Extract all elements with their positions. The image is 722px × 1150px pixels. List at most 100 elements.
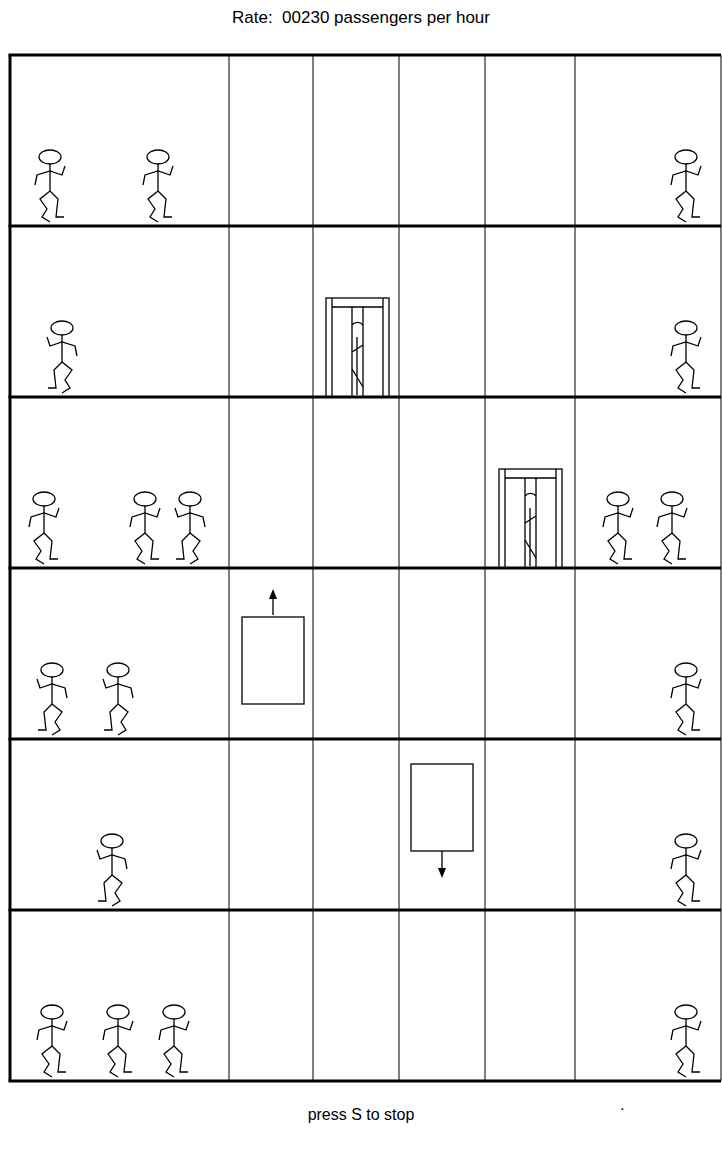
figure-body <box>671 506 672 533</box>
floor-line <box>9 738 722 741</box>
figure-legs <box>104 704 128 735</box>
figure-legs <box>40 191 64 222</box>
figure-arms <box>103 1021 133 1040</box>
rate-display: Rate: 00230 passengers per hour <box>0 8 722 28</box>
figure-legs <box>608 533 632 564</box>
floor-line <box>9 225 722 228</box>
figure-body <box>189 506 190 533</box>
figure-legs <box>176 533 200 564</box>
passengers <box>29 150 701 1077</box>
figure-legs <box>164 1046 188 1077</box>
elevator-car <box>499 469 562 568</box>
floor-line <box>9 54 722 57</box>
figure-body <box>157 164 158 191</box>
stop-hint: press S to stop <box>0 1106 722 1124</box>
elevator-door <box>555 469 556 568</box>
figure-head <box>147 150 169 164</box>
figure-body <box>49 164 50 191</box>
elevator-door <box>504 469 505 568</box>
figure-head <box>675 150 697 164</box>
figure-arms <box>175 508 205 527</box>
figure-head <box>163 1005 185 1019</box>
figure-head <box>179 492 201 506</box>
stick-figure <box>37 663 67 735</box>
figure-arms <box>603 508 633 527</box>
elevator-open <box>326 298 389 397</box>
elevator-car <box>326 298 389 397</box>
figure-body <box>43 506 44 533</box>
figure-body <box>685 677 686 704</box>
elevator-door <box>382 298 383 397</box>
stick-figure <box>130 492 160 564</box>
figure-head <box>41 663 63 677</box>
stick-figure <box>175 492 205 564</box>
stick-figure <box>671 321 701 393</box>
figure-legs <box>48 362 72 393</box>
figure-arms <box>159 1021 189 1040</box>
figure-body <box>685 1019 686 1046</box>
floor-line <box>9 909 722 912</box>
figure-legs <box>676 704 700 735</box>
figure-head <box>107 1005 129 1019</box>
figure-arms <box>47 337 77 356</box>
stick-figure <box>47 321 77 393</box>
figure-body <box>51 1019 52 1046</box>
stick-figure <box>35 150 65 222</box>
figure-legs <box>662 533 686 564</box>
figure-head <box>607 492 629 506</box>
stick-figure <box>143 150 173 222</box>
figure-legs <box>676 875 700 906</box>
wall-line <box>9 55 12 1081</box>
shaft-line <box>485 55 486 1081</box>
figure-arms <box>671 166 701 185</box>
figure-arms <box>35 166 65 185</box>
figure-body <box>685 848 686 875</box>
figure-head <box>51 321 73 335</box>
figure-arms <box>37 679 67 698</box>
rider-body <box>352 337 363 395</box>
figure-body <box>51 677 52 704</box>
figure-arms <box>103 679 133 698</box>
stick-figure <box>671 663 701 735</box>
figure-legs <box>135 533 159 564</box>
figure-head <box>101 834 123 848</box>
elevator-car <box>411 764 473 851</box>
stray-mark: . <box>620 1096 624 1114</box>
figure-body <box>117 677 118 704</box>
figure-legs <box>108 1046 132 1077</box>
rider-body <box>525 508 536 566</box>
building-walls <box>10 55 11 1081</box>
elevator-door-edge <box>535 478 536 568</box>
stick-figure <box>103 1005 133 1077</box>
figure-head <box>39 150 61 164</box>
elevator-door-edge <box>362 307 363 397</box>
floor-line <box>9 567 722 570</box>
figure-legs <box>34 533 58 564</box>
figure-arms <box>657 508 687 527</box>
figure-arms <box>671 850 701 869</box>
stick-figure <box>671 150 701 222</box>
figure-body <box>61 335 62 362</box>
figure-head <box>675 834 697 848</box>
stick-figure <box>603 492 633 564</box>
figure-arms <box>671 1021 701 1040</box>
elevator-door <box>331 298 332 397</box>
figure-arms <box>671 679 701 698</box>
elevator-moving <box>411 764 473 878</box>
figure-head <box>675 321 697 335</box>
figure-head <box>107 663 129 677</box>
stick-figure <box>671 834 701 906</box>
figure-legs <box>676 191 700 222</box>
figure-body <box>117 1019 118 1046</box>
stick-figure <box>29 492 59 564</box>
elevator-lintel <box>332 306 383 307</box>
figure-arms <box>130 508 160 527</box>
figure-head <box>134 492 156 506</box>
figure-arms <box>97 850 127 869</box>
stick-figure <box>657 492 687 564</box>
rider-head <box>352 322 363 325</box>
figure-legs <box>676 1046 700 1077</box>
figure-body <box>685 335 686 362</box>
stick-figure <box>671 1005 701 1077</box>
figure-head <box>33 492 55 506</box>
